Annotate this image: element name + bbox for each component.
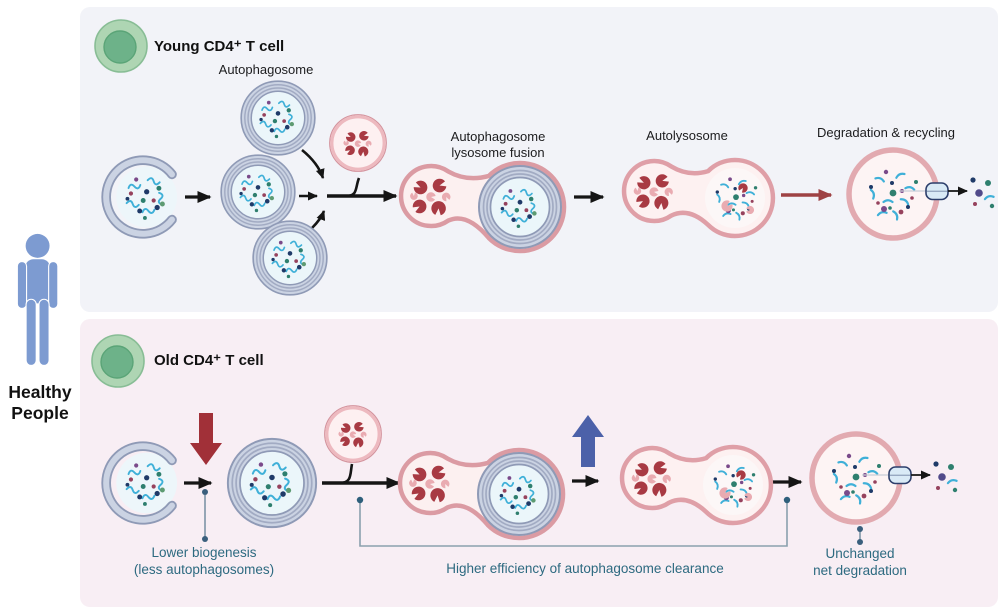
autolysosome-label: Autolysosome bbox=[646, 128, 728, 143]
old-autophagosome bbox=[228, 439, 316, 527]
higher-efficiency-bracket bbox=[356, 496, 791, 547]
lower-biogenesis-connector bbox=[202, 489, 208, 542]
old-phagophore bbox=[106, 446, 177, 520]
young-autophagosome-2 bbox=[221, 155, 295, 229]
young-phagophore bbox=[106, 160, 177, 234]
unchanged-degradation-label: Unchanged net degradation bbox=[813, 546, 907, 578]
young-cell-icon bbox=[94, 19, 148, 73]
young-arrows bbox=[185, 148, 605, 229]
healthy-people-label: Healthy People bbox=[8, 382, 72, 423]
fusion-label: Autophagosome lysosome fusion bbox=[450, 129, 546, 160]
young-autolysosome bbox=[624, 160, 773, 236]
young-degradation-vesicle bbox=[849, 150, 994, 238]
old-arrows bbox=[184, 463, 803, 489]
lower-biogenesis-label: Lower biogenesis (less autophagosomes) bbox=[133, 545, 275, 577]
old-fusion-structure bbox=[400, 450, 563, 538]
young-fusion-structure bbox=[401, 163, 564, 251]
young-lysosome bbox=[330, 115, 387, 172]
higher-efficiency-label: Higher efficiency of autophagosome clear… bbox=[446, 561, 724, 576]
young-autophagosome-3 bbox=[253, 221, 327, 295]
old-autolysosome bbox=[622, 447, 771, 523]
healthy-person-icon bbox=[16, 233, 59, 367]
old-degradation-vesicle bbox=[812, 434, 957, 522]
old-lysosome bbox=[325, 406, 382, 463]
autophagosome-label: Autophagosome bbox=[218, 62, 314, 77]
young-autophagosome-1 bbox=[241, 81, 315, 155]
increase-arrow-icon bbox=[572, 415, 604, 467]
young-panel bbox=[80, 7, 998, 312]
old-cell-icon bbox=[91, 334, 145, 388]
degradation-label: Degradation & recycling bbox=[816, 125, 956, 140]
unchanged-degradation-connector bbox=[857, 526, 863, 545]
old-panel-title: Old CD4⁺ T cell bbox=[154, 352, 264, 369]
young-panel-title: Young CD4⁺ T cell bbox=[154, 38, 285, 55]
decrease-arrow-icon bbox=[190, 413, 222, 465]
